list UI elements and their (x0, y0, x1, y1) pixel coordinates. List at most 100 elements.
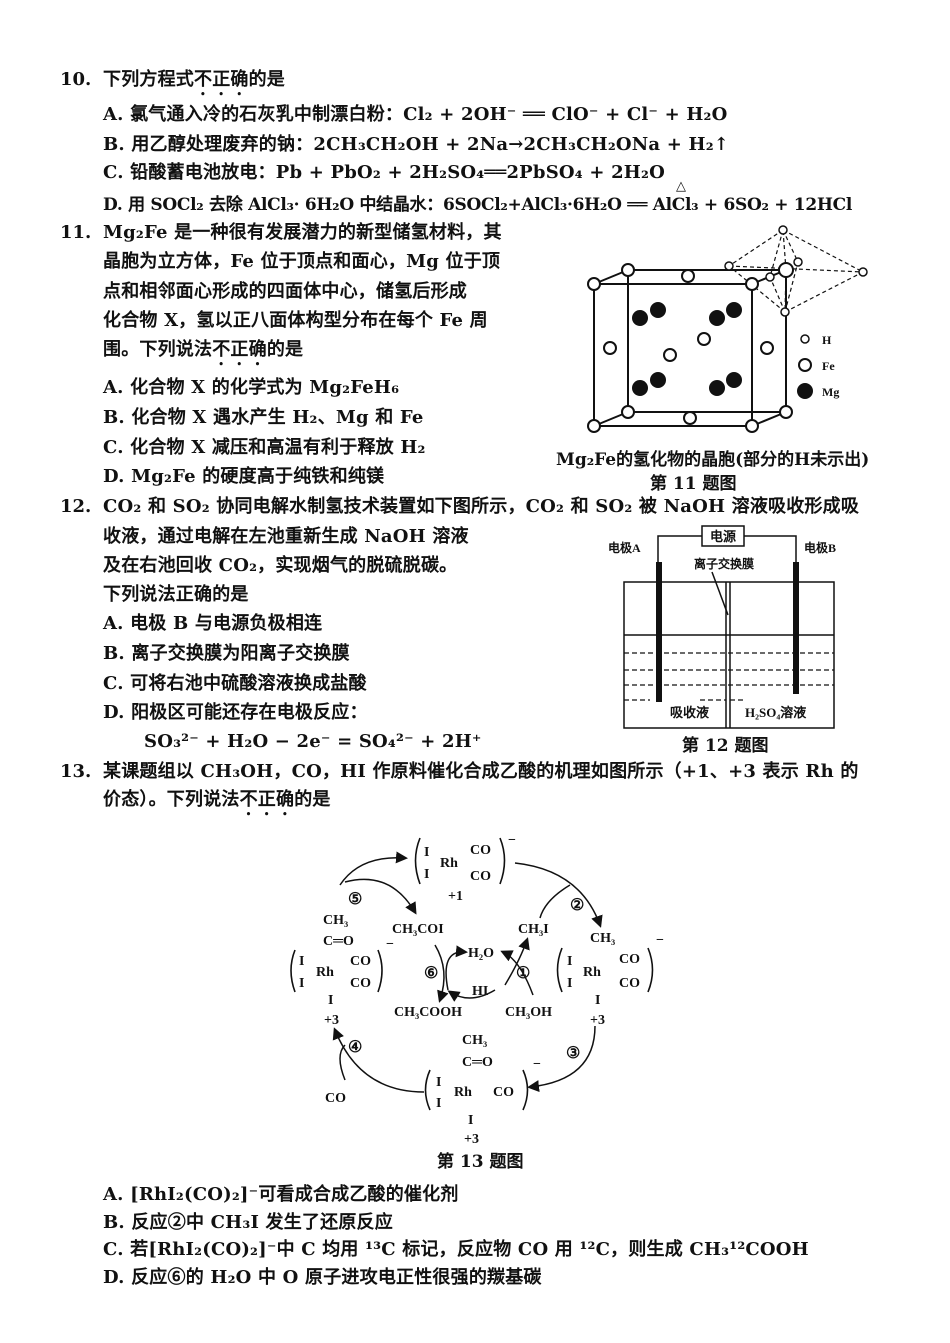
ch3cooh-label: CH₃COOH (394, 1005, 462, 1020)
option-letter: A. (103, 377, 124, 398)
h-atoms (724, 225, 868, 317)
legend-mg-label: Mg (822, 385, 839, 399)
emphasis-text: 不正确 (194, 69, 249, 90)
q12-stem-line: 收液，通过电解在左池重新生成 NaOH 溶液 (103, 526, 469, 547)
question-12-number: 12. (60, 496, 92, 517)
q13-option-a: A. [RhI₂(CO)₂]⁻可看成合成乙酸的催化剂 (103, 1184, 459, 1206)
cycle-arrows (332, 851, 603, 1093)
rh-label: Rh (440, 856, 458, 871)
q13-stem-line: 某课题组以 CH₃OH，CO，HI 作原料催化合成乙酸的机理如图所示（+1、+3… (103, 761, 859, 782)
ligand-i: I (595, 993, 600, 1008)
electrode-a-label: 电极A (608, 540, 641, 555)
rh-label: Rh (316, 965, 334, 980)
option-letter: B. (103, 1212, 125, 1233)
option-letter: D. (103, 195, 123, 215)
option-letter: D. (103, 466, 125, 487)
ligand-i: I (468, 1113, 473, 1128)
step-4: ④ (348, 1039, 362, 1056)
ligand-co: CO (619, 952, 640, 967)
fe-atoms (587, 262, 794, 433)
legend-h-marker (800, 334, 810, 344)
option-letter: B. (103, 134, 125, 155)
ligand-i: I (299, 976, 304, 991)
wire-left (657, 535, 702, 562)
step-1: ① (516, 965, 530, 982)
q12-option-d: D. 阳极区可能还存在电极反应： (103, 702, 368, 724)
stem-text: 的是 (266, 339, 304, 360)
electrolysis-figure: 电源 电极A 电极B 离子交换膜 吸收液 H₂SO₄溶液 (608, 525, 836, 729)
stem-text: 围。下列说法 (103, 339, 213, 360)
cube-edges (593, 269, 787, 427)
option-text: 化合物 X 减压和高温有利于释放 H₂ (130, 437, 426, 458)
oxidation-state: +3 (324, 1013, 339, 1028)
option-text: [RhI₂(CO)₂]⁻可看成合成乙酸的催化剂 (130, 1184, 459, 1205)
option-letter: A. (103, 104, 124, 125)
rh-label: Rh (583, 965, 601, 980)
question-11-number: 11. (60, 222, 92, 243)
rh-label: Rh (454, 1085, 472, 1100)
option-text: 用乙醇处理废弃的钠：2CH₃CH₂OH + 2Na→2CH₃CH₂ONa + H… (131, 134, 730, 155)
step-2: ② (570, 897, 584, 914)
figure-11-caption: Mg₂Fe的氢化物的晶胞(部分的H未示出) (556, 450, 870, 470)
q11-stem-line: 点和相邻面心形成的四面体中心，储氢后形成 (103, 281, 467, 302)
stem-text: 下列方程式 (103, 69, 194, 90)
option-text: 用 SOCl₂ 去除 AlCl₃· 6H₂O 中结晶水：6SOCl₂+AlCl₃… (128, 195, 853, 215)
ligand-i: I (328, 993, 333, 1008)
complex-right-methyl: CH₃ I I Rh CO CO − I +3 (567, 931, 664, 1028)
octahedron (728, 229, 864, 313)
carbonyl-label: C═O (462, 1055, 493, 1070)
mg-atoms (632, 302, 742, 396)
option-letter: C. (103, 1239, 124, 1260)
charge: − (386, 937, 394, 952)
membrane-label: 离子交换膜 (694, 556, 754, 571)
oxidation-state: +1 (448, 889, 463, 904)
option-text: 反应②中 CH₃I 发生了还原反应 (131, 1212, 393, 1233)
ch3-label: CH₃ (462, 1033, 487, 1048)
step-3: ③ (566, 1045, 580, 1062)
figure-13-label: 第 13 题图 (437, 1152, 524, 1172)
option-letter: A. (103, 613, 124, 634)
option-letter: D. (103, 1267, 125, 1288)
option-text: 离子交换膜为阳离子交换膜 (131, 643, 350, 664)
legend-fe-label: Fe (822, 359, 835, 373)
figure-11-label: 第 11 题图 (650, 474, 737, 494)
option-letter: A. (103, 1184, 124, 1205)
question-13-number: 13. (60, 761, 92, 782)
electrode-b (793, 562, 799, 694)
legend-mg-marker (797, 383, 813, 399)
q11-stem-line: 晶胞为立方体，Fe 位于顶点和面心，Mg 位于顶 (103, 251, 501, 272)
ligand-co: CO (493, 1085, 514, 1100)
ligand-i: I (567, 976, 572, 991)
step-6: ⑥ (424, 965, 438, 982)
q10-option-b: B. 用乙醇处理废弃的钠：2CH₃CH₂OH + 2Na→2CH₃CH₂ONa … (103, 134, 729, 156)
oxidation-state: +3 (590, 1013, 605, 1028)
question-10-stem: 下列方程式不正确的是 (103, 69, 285, 100)
ligand-co: CO (350, 954, 371, 969)
hi-label: HI (472, 984, 488, 999)
q13-option-d: D. 反应⑥的 H₂O 中 O 原子进攻电正性很强的羰基碳 (103, 1267, 542, 1289)
complex-rh-plus1: I I Rh CO CO − +1 (424, 833, 516, 904)
option-letter: D. (103, 702, 125, 723)
complex-bottom-acyl: CH₃ C═O I I Rh CO − I +3 (436, 1033, 541, 1146)
option-text: 电极 B 与电源负极相连 (130, 613, 323, 634)
option-text: 若[RhI₂(CO)₂]⁻中 C 均用 ¹³C 标记，反应物 CO 用 ¹²C，… (130, 1239, 809, 1260)
option-text: 化合物 X 遇水产生 H₂、Mg 和 Fe (131, 407, 424, 428)
co-feed-label: CO (325, 1091, 346, 1106)
ligand-co: CO (350, 976, 371, 991)
q12-stem-line: 及在右池回收 CO₂，实现烟气的脱硫脱碳。 (103, 555, 458, 576)
wire-right (744, 535, 797, 562)
option-letter: C. (103, 673, 124, 694)
legend-h-label: H (822, 333, 832, 347)
q12-option-b: B. 离子交换膜为阳离子交换膜 (103, 643, 350, 665)
q13-option-b: B. 反应②中 CH₃I 发生了还原反应 (103, 1212, 393, 1234)
ligand-co: CO (470, 843, 491, 858)
electrode-a (656, 562, 662, 702)
ligand-i: I (436, 1075, 441, 1090)
q10-option-d: D. 用 SOCl₂ 去除 AlCl₃· 6H₂O 中结晶水：6SOCl₂+Al… (103, 194, 852, 216)
q12-option-c: C. 可将右池中硫酸溶液换成盐酸 (103, 673, 367, 695)
charge: − (533, 1057, 541, 1072)
stem-text: 的是 (248, 69, 286, 90)
cell-tank (623, 581, 835, 729)
ligand-i: I (299, 954, 304, 969)
q11-stem-line: Mg₂Fe 是一种很有发展潜力的新型储氢材料，其 (103, 222, 502, 243)
